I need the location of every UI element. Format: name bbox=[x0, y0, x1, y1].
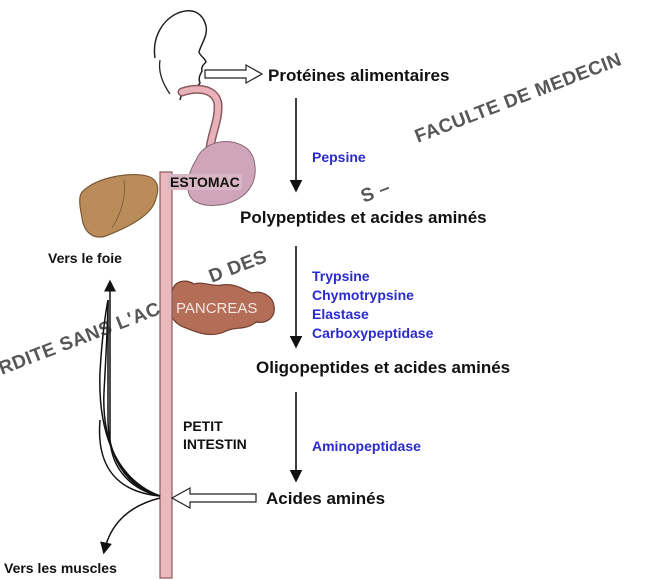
destination-muscles: Vers les muscles bbox=[4, 560, 117, 576]
step-proteines: Protéines alimentaires bbox=[268, 66, 449, 86]
enzyme-aminopeptidase: Aminopeptidase bbox=[312, 437, 421, 455]
neck-line bbox=[160, 60, 170, 94]
liver-shape bbox=[80, 175, 158, 237]
intestine-tube bbox=[160, 172, 172, 578]
enzyme-chymotrypsine: Chymotrypsine bbox=[312, 286, 414, 304]
to-muscles-curve bbox=[104, 498, 160, 552]
enzyme-carboxypeptidase: Carboxypeptidase bbox=[312, 324, 433, 342]
to-liver-curves bbox=[100, 282, 160, 496]
organ-label-estomac: ESTOMAC bbox=[168, 174, 242, 190]
enzyme-trypsine: Trypsine bbox=[312, 267, 370, 285]
organ-label-petit: PETIT bbox=[183, 418, 223, 434]
absorption-hollow-arrow bbox=[172, 488, 256, 508]
step-acides-amines: Acides aminés bbox=[266, 489, 385, 509]
ingestion-hollow-arrow bbox=[205, 65, 262, 83]
step-oligopeptides: Oligopeptides et acides aminés bbox=[256, 358, 510, 378]
organ-label-intestin: INTESTIN bbox=[183, 436, 247, 452]
enzyme-elastase: Elastase bbox=[312, 305, 369, 323]
destination-foie: Vers le foie bbox=[48, 250, 122, 266]
enzyme-pepsine: Pepsine bbox=[312, 148, 366, 166]
organ-label-pancreas: PANCREAS bbox=[176, 300, 257, 317]
step-polypeptides: Polypeptides et acides aminés bbox=[240, 208, 487, 228]
